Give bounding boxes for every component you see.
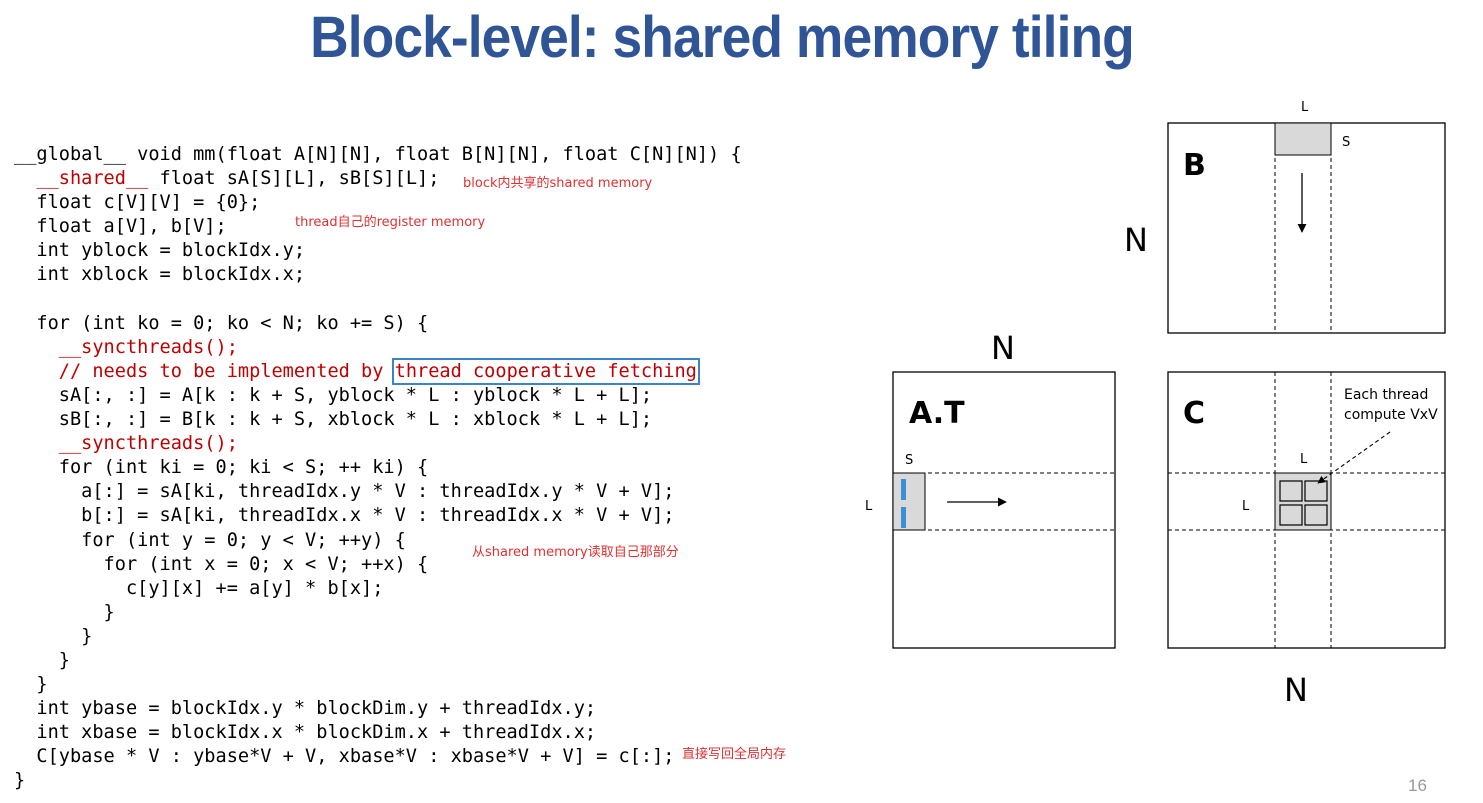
matrix-at: A.T N S L: [865, 329, 1116, 649]
matrix-c-tile-width: L: [1300, 452, 1308, 467]
matrix-c: C N L L Each thread compute VxV: [1167, 371, 1446, 709]
code-line: a[:] = sA[ki, threadIdx.y * V : threadId…: [14, 480, 742, 504]
matrix-c-dim: N: [1284, 671, 1308, 709]
matrix-c-subtile: [1279, 480, 1303, 502]
code-segment: int xblock = blockIdx.x;: [14, 264, 306, 286]
matrix-b-tile-height: S: [1342, 135, 1350, 150]
matrix-at-highlight-2: [901, 507, 906, 528]
matrix-at-tile-width: S: [905, 453, 913, 468]
code-segment: __global__ void mm(float A[N][N], float …: [14, 144, 742, 165]
page-number: 16: [1408, 776, 1427, 795]
matrix-c-annotation-2: compute VxV: [1344, 407, 1438, 423]
code-line: __syncthreads();: [14, 336, 742, 360]
code-line: // needs to be implemented by thread coo…: [14, 357, 742, 385]
note-shared-memory: block内共享的shared memory: [463, 176, 653, 191]
matrix-c-tile-height: L: [1242, 499, 1250, 514]
code-segment: float a[V], b[V];: [14, 216, 227, 238]
code-line: c[y][x] += a[y] * b[x];: [14, 577, 742, 601]
code-line: int ybase = blockIdx.y * blockDim.y + th…: [14, 697, 742, 721]
code-segment: }: [14, 649, 70, 671]
code-line: float a[V], b[V];: [14, 215, 742, 239]
code-segment: int ybase = blockIdx.y * blockDim.y + th…: [14, 698, 597, 720]
code-line: for (int y = 0; y < V; ++y) {: [14, 529, 742, 553]
code-segment: __shared__: [36, 168, 149, 190]
code-line: }: [14, 673, 742, 697]
matrix-at-highlight-1: [901, 479, 906, 500]
code-segment: for (int x = 0; x < V; ++x) {: [14, 553, 429, 575]
code-segment: }: [14, 674, 48, 696]
code-line: }: [14, 625, 742, 649]
code-segment: C[ybase * V : ybase*V + V, xbase*V : xba…: [14, 746, 675, 768]
code-segment: float sA[S][L], sB[S][L];: [148, 168, 440, 190]
matrix-b-name: B: [1183, 148, 1206, 183]
code-segment: }: [14, 625, 93, 647]
code-line: b[:] = sA[ki, threadIdx.x * V : threadId…: [14, 504, 742, 528]
code-block: __global__ void mm(float A[N][N], float …: [14, 143, 742, 794]
code-segment: a[:] = sA[ki, threadIdx.y * V : threadId…: [14, 481, 675, 503]
code-line: int xbase = blockIdx.x * blockDim.x + th…: [14, 721, 742, 745]
matrix-b: B N L S: [1124, 100, 1446, 334]
code-line: for (int ki = 0; ki < S; ++ ki) {: [14, 456, 742, 480]
matrix-c-subtile: [1279, 504, 1303, 526]
code-segment: for (int ko = 0; ko < N; ko += S) {: [14, 312, 429, 334]
note-write-global: 直接写回全局内存: [682, 747, 787, 762]
code-segment: for (int y = 0; y < V; ++y) {: [14, 529, 406, 551]
code-segment: __syncthreads();: [58, 336, 238, 358]
code-line: __global__ void mm(float A[N][N], float …: [14, 143, 742, 167]
code-line: int xblock = blockIdx.x;: [14, 263, 742, 287]
note-read-shared: 从shared memory读取自己那部分: [472, 545, 679, 560]
code-segment: b[:] = sA[ki, threadIdx.x * V : threadId…: [14, 505, 675, 527]
code-segment: __syncthreads();: [58, 433, 238, 455]
code-line: }: [14, 649, 742, 673]
code-segment: float c[V][V] = {0};: [14, 192, 261, 214]
matrix-b-dim: N: [1124, 221, 1148, 259]
code-segment: int yblock = blockIdx.y;: [14, 240, 306, 262]
matrix-c-pointer: [1317, 431, 1391, 484]
code-segment: sA[:, :] = A[k : k + S, yblock * L : ybl…: [14, 384, 653, 406]
matrix-at-name: A.T: [909, 396, 965, 431]
code-line: sB[:, :] = B[k : k + S, xblock * L : xbl…: [14, 408, 742, 432]
code-line: }: [14, 769, 742, 793]
slide-title: Block-level: shared memory tiling: [310, 5, 1135, 70]
code-segment: for (int ki = 0; ki < S; ++ ki) {: [14, 457, 429, 479]
code-line: }: [14, 601, 742, 625]
matrix-at-tile: [892, 472, 926, 531]
note-register-memory: thread自己的register memory: [295, 215, 486, 230]
code-segment: // needs to be implemented by: [58, 360, 395, 382]
code-line: __syncthreads();: [14, 432, 742, 456]
code-line: for (int ko = 0; ko < N; ko += S) {: [14, 312, 742, 336]
matrix-c-name: C: [1183, 396, 1205, 431]
code-line: float c[V][V] = {0};: [14, 191, 742, 215]
matrix-c-subtile: [1304, 504, 1328, 526]
code-segment: }: [14, 770, 26, 792]
code-line: sA[:, :] = A[k : k + S, yblock * L : ybl…: [14, 384, 742, 408]
code-line: C[ybase * V : ybase*V + V, xbase*V : xba…: [14, 745, 742, 769]
matrix-at-dim: N: [991, 329, 1015, 367]
highlighted-phrase: thread cooperative fetching: [391, 357, 700, 385]
code-line: int yblock = blockIdx.y;: [14, 239, 742, 263]
code-segment: c[y][x] += a[y] * b[x];: [14, 577, 384, 599]
matrix-at-tile-height: L: [865, 499, 873, 514]
code-segment: int xbase = blockIdx.x * blockDim.x + th…: [14, 722, 597, 744]
matrix-b-tile-width: L: [1301, 100, 1309, 115]
code-segment: }: [14, 601, 115, 623]
matrix-c-annotation-1: Each thread: [1344, 387, 1428, 403]
code-line: for (int x = 0; x < V; ++x) {: [14, 553, 742, 577]
matrix-b-tile: [1274, 122, 1332, 156]
code-line: __shared__ float sA[S][L], sB[S][L];: [14, 167, 742, 191]
matrix-c-subtile: [1304, 480, 1328, 502]
code-segment: sB[:, :] = B[k : k + S, xblock * L : xbl…: [14, 409, 653, 431]
